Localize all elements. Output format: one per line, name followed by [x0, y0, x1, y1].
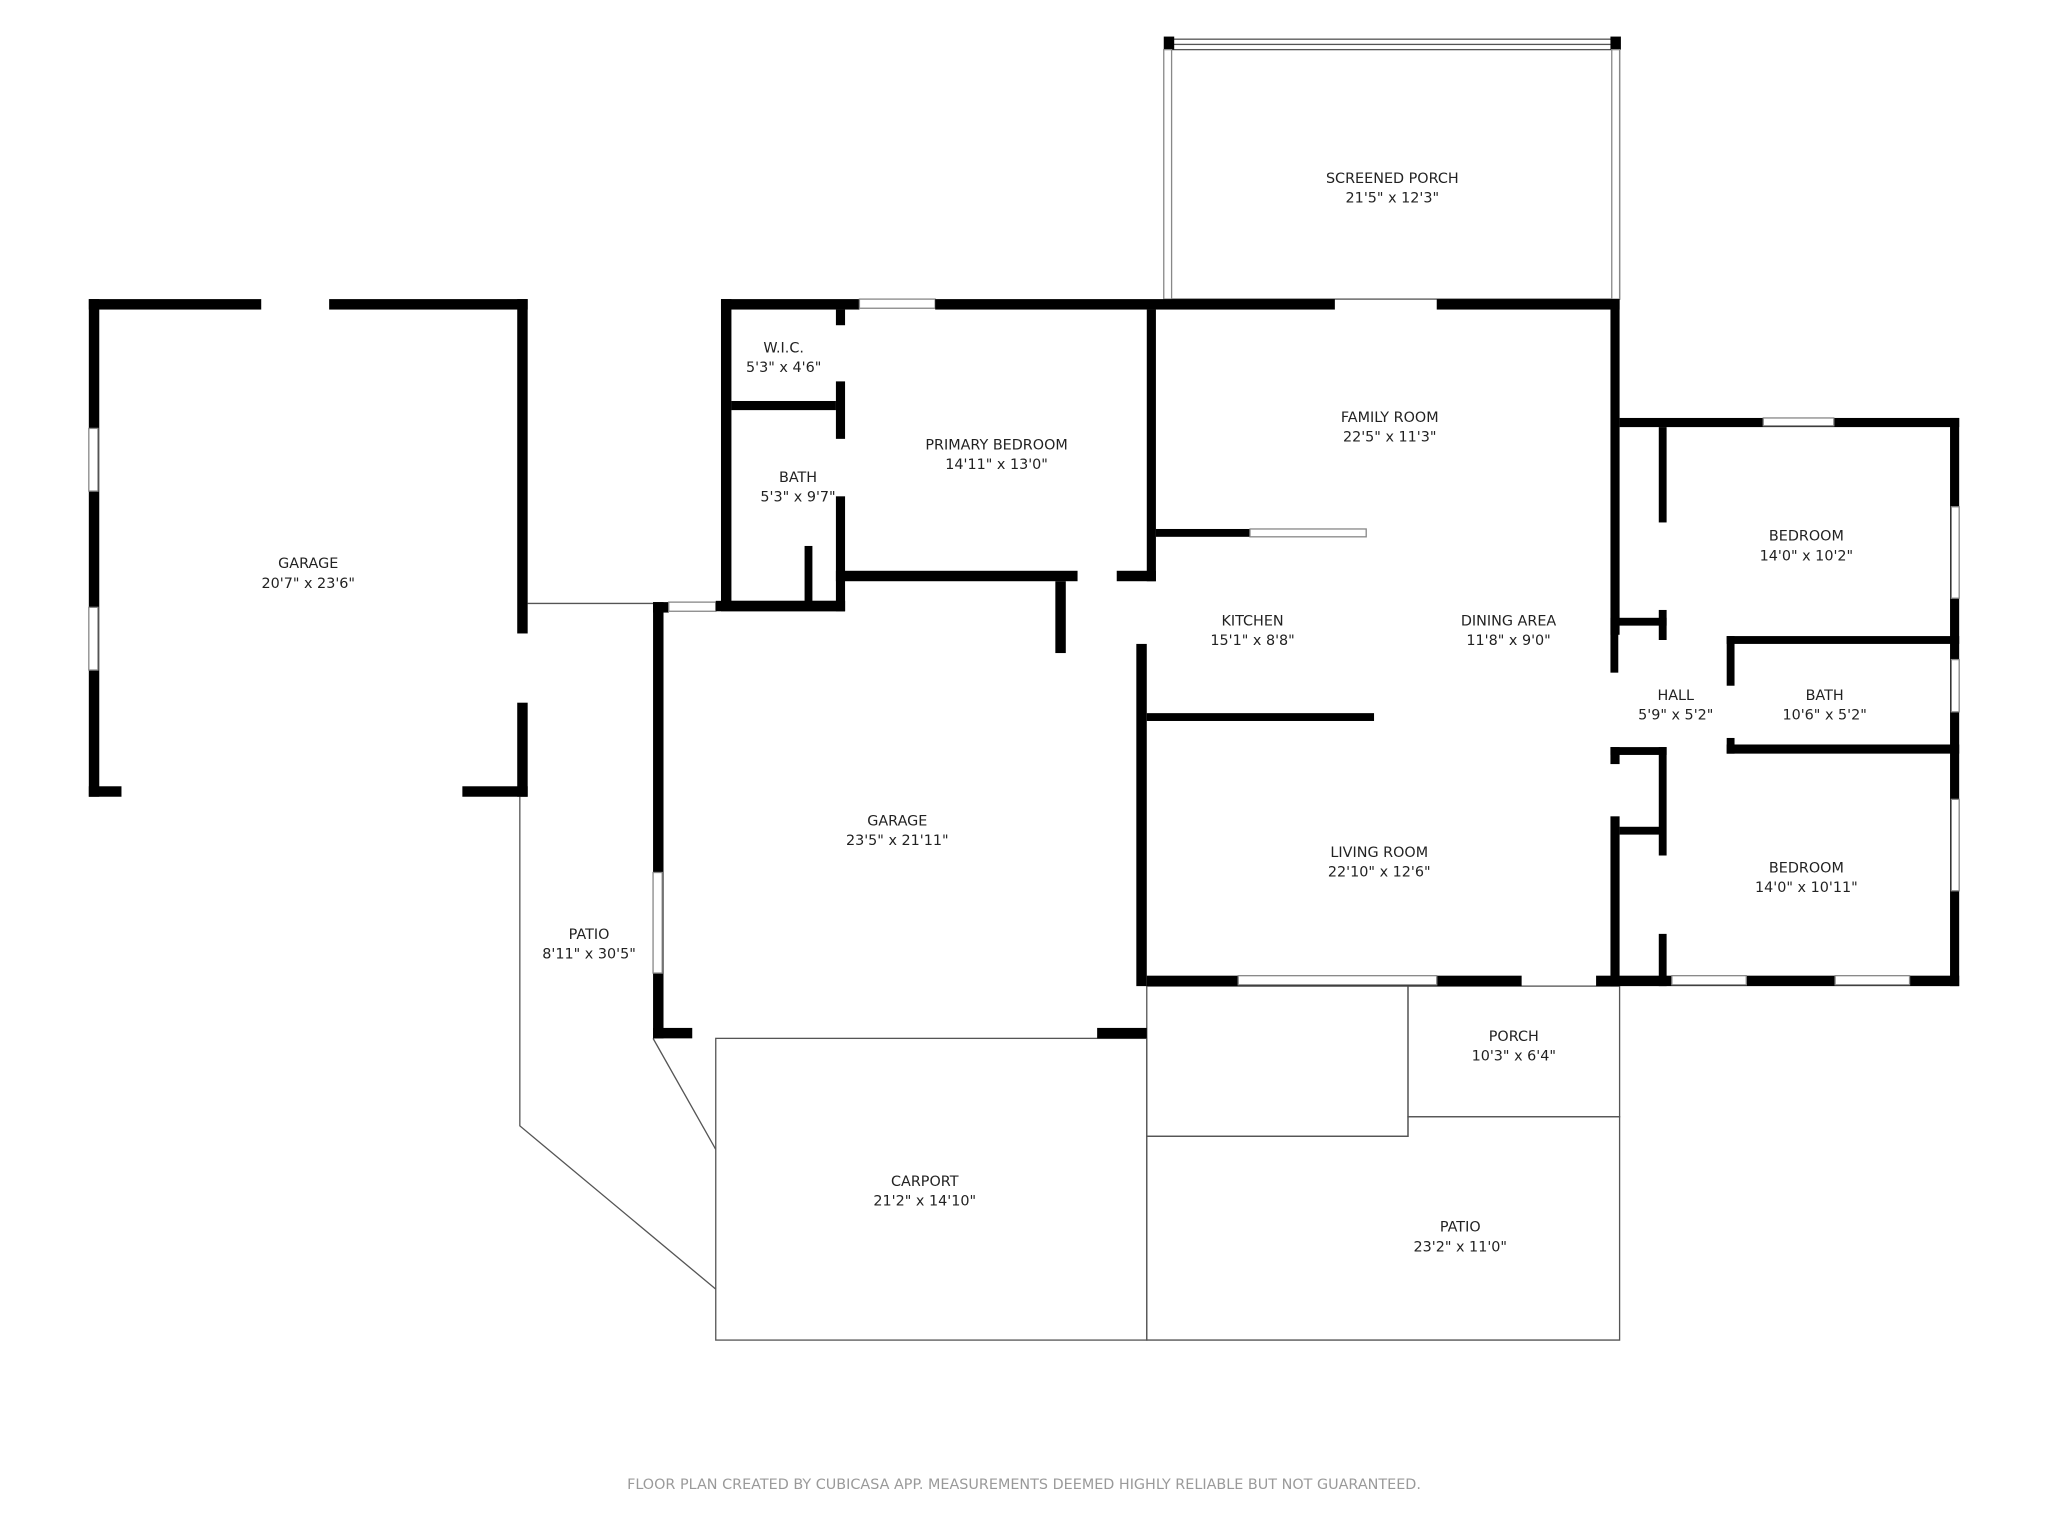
room-name: W.I.C.	[763, 341, 804, 357]
room-dims: 21'5" x 12'3"	[1346, 190, 1440, 206]
walls	[88, 298, 1960, 1039]
room-name: BEDROOM	[1769, 860, 1844, 876]
room-rear-patio: PATIO 23'2" x 11'0"	[1413, 1220, 1507, 1256]
room-dims: 5'3" x 4'6"	[746, 360, 821, 376]
room-dims: 20'7" x 23'6"	[261, 576, 355, 592]
room-name: BATH	[779, 470, 817, 486]
room-name: GARAGE	[278, 556, 338, 572]
room-dining-area: DINING AREA 11'8" x 9'0"	[1461, 614, 1557, 650]
room-dims: 10'6" x 5'2"	[1782, 708, 1866, 724]
room-dims: 5'9" x 5'2"	[1638, 708, 1713, 724]
room-dims: 14'0" x 10'11"	[1755, 880, 1858, 896]
room-screened-porch: SCREENED PORCH 21'5" x 12'3"	[1326, 171, 1459, 207]
room-carport: CARPORT 21'2" x 14'10"	[873, 1174, 976, 1210]
room-side-patio: PATIO 8'11" x 30'5"	[542, 927, 636, 963]
room-name: BATH	[1806, 688, 1844, 704]
room-detached-garage: GARAGE 20'7" x 23'6"	[261, 556, 355, 592]
room-name: FAMILY ROOM	[1341, 410, 1439, 426]
room-living-room: LIVING ROOM 22'10" x 12'6"	[1328, 845, 1431, 881]
room-name: BEDROOM	[1769, 529, 1844, 545]
room-dims: 21'2" x 14'10"	[873, 1194, 976, 1210]
room-porch: PORCH 10'3" x 6'4"	[1472, 1029, 1556, 1065]
room-name: LIVING ROOM	[1330, 845, 1428, 861]
room-name: PORCH	[1489, 1029, 1539, 1045]
room-bedroom-1: BEDROOM 14'0" x 10'2"	[1760, 529, 1854, 565]
room-family-room: FAMILY ROOM 22'5" x 11'3"	[1341, 410, 1439, 446]
room-primary-bath: BATH 5'3" x 9'7"	[760, 470, 835, 506]
room-name: DINING AREA	[1461, 614, 1557, 630]
room-dims: 15'1" x 8'8"	[1210, 633, 1294, 649]
screened-porch-frame	[1163, 36, 1621, 300]
room-hall-bath: BATH 10'6" x 5'2"	[1782, 688, 1866, 724]
room-bedroom-2: BEDROOM 14'0" x 10'11"	[1755, 860, 1858, 896]
room-kitchen: KITCHEN 15'1" x 8'8"	[1210, 614, 1294, 650]
room-dims: 23'2" x 11'0"	[1413, 1239, 1507, 1255]
room-labels: SCREENED PORCH 21'5" x 12'3" GARAGE 20'7" …	[261, 171, 1866, 1255]
room-name: PRIMARY BEDROOM	[925, 437, 1067, 453]
room-wic: W.I.C. 5'3" x 4'6"	[746, 341, 821, 377]
room-dims: 5'3" x 9'7"	[760, 490, 835, 506]
room-dims: 14'11" x 13'0"	[945, 457, 1048, 473]
room-name: PATIO	[569, 927, 610, 943]
room-dims: 8'11" x 30'5"	[542, 947, 636, 963]
room-dims: 23'5" x 21'11"	[846, 833, 949, 849]
room-name: KITCHEN	[1221, 614, 1283, 630]
room-attached-garage: GARAGE 23'5" x 21'11"	[846, 813, 949, 849]
room-name: PATIO	[1440, 1220, 1481, 1236]
room-name: HALL	[1657, 688, 1694, 704]
room-dims: 22'10" x 12'6"	[1328, 864, 1431, 880]
disclaimer-footer: FLOOR PLAN CREATED BY CUBICASA APP. MEAS…	[627, 1477, 1421, 1493]
room-dims: 11'8" x 9'0"	[1466, 633, 1550, 649]
room-name: SCREENED PORCH	[1326, 171, 1459, 187]
room-dims: 14'0" x 10'2"	[1760, 548, 1854, 564]
room-name: CARPORT	[891, 1174, 959, 1190]
room-dims: 22'5" x 11'3"	[1343, 429, 1437, 445]
outdoor-outlines	[519, 38, 1621, 1341]
room-name: GARAGE	[867, 813, 927, 829]
room-hall: HALL 5'9" x 5'2"	[1638, 688, 1713, 724]
room-primary-bedroom: PRIMARY BEDROOM 14'11" x 13'0"	[925, 437, 1067, 473]
room-dims: 10'3" x 6'4"	[1472, 1049, 1556, 1065]
